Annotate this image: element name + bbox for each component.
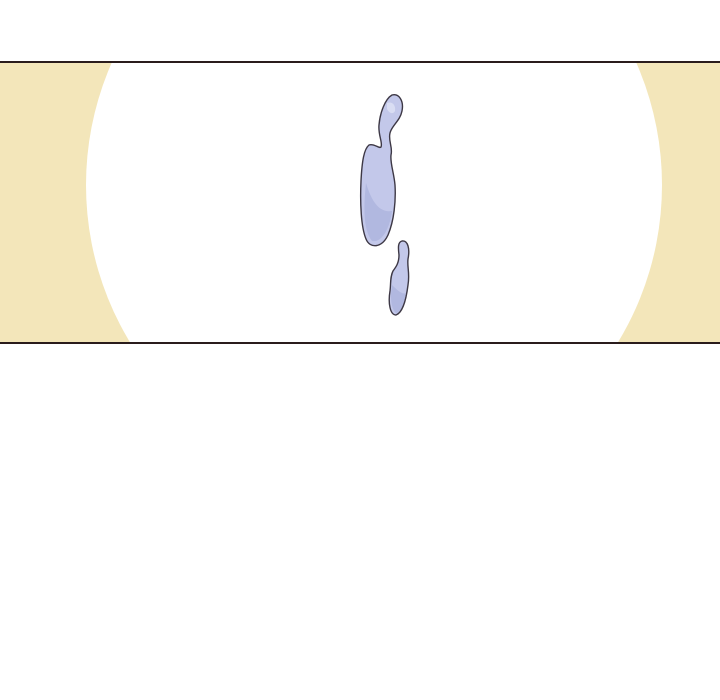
blank-gutter: [0, 344, 720, 700]
large-drop-highlight: [387, 102, 396, 114]
small-drop-shade: [391, 285, 406, 313]
large-drop-shade: [364, 183, 392, 242]
comic-panel: [0, 61, 720, 344]
liquid-drops: [359, 94, 410, 316]
